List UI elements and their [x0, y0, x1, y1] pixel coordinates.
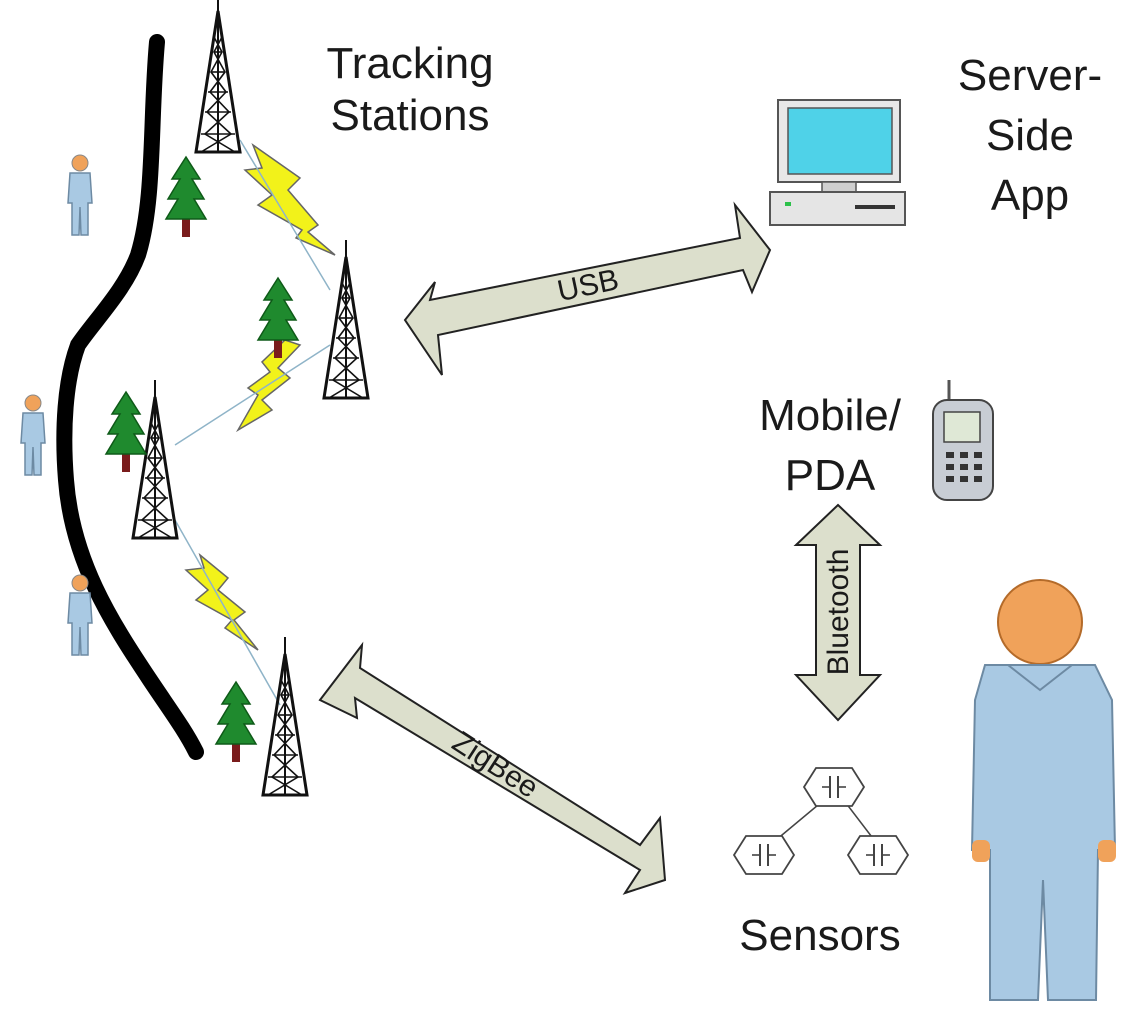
radio-link: [174, 344, 331, 446]
tree-icon: [215, 681, 257, 763]
person-icon: [20, 394, 46, 476]
sensor-network: [733, 767, 909, 875]
tower-icon: [322, 238, 370, 400]
usb-arrow: USB: [403, 201, 772, 376]
sensor-icon: [847, 835, 909, 875]
tree-icon: [165, 156, 207, 238]
tracking-label-1: Tracking: [326, 39, 493, 88]
tower-icon: [261, 635, 309, 797]
radio-link: [174, 519, 281, 706]
mobile-label-2: PDA: [785, 451, 876, 500]
tracking-label-2: Stations: [331, 91, 490, 140]
server-label-2: Side: [986, 111, 1074, 160]
user-figure: [970, 579, 1117, 1001]
terrain-line: [56, 34, 204, 760]
lightning-icon: [243, 142, 336, 256]
usb-label: USB: [554, 263, 621, 308]
sensor-icon: [803, 767, 865, 807]
person-icon: [67, 154, 93, 236]
bluetooth-label: Bluetooth: [822, 549, 855, 676]
sensor-icon: [733, 835, 795, 875]
radio-link: [239, 139, 331, 291]
tower-icon: [131, 378, 179, 540]
tree-icon: [105, 391, 147, 473]
server-label-3: App: [991, 171, 1069, 220]
zigbee-arrow: ZigBee: [318, 641, 667, 895]
mobile-phone-icon: [932, 380, 994, 501]
server-label-1: Server-: [958, 51, 1102, 100]
computer-icon: [769, 99, 906, 226]
mobile-label-1: Mobile/: [759, 391, 902, 440]
tower-icon: [194, 0, 242, 154]
bluetooth-arrow: Bluetooth: [793, 503, 883, 722]
sensors-label: Sensors: [739, 911, 900, 960]
zigbee-label: ZigBee: [446, 725, 544, 804]
